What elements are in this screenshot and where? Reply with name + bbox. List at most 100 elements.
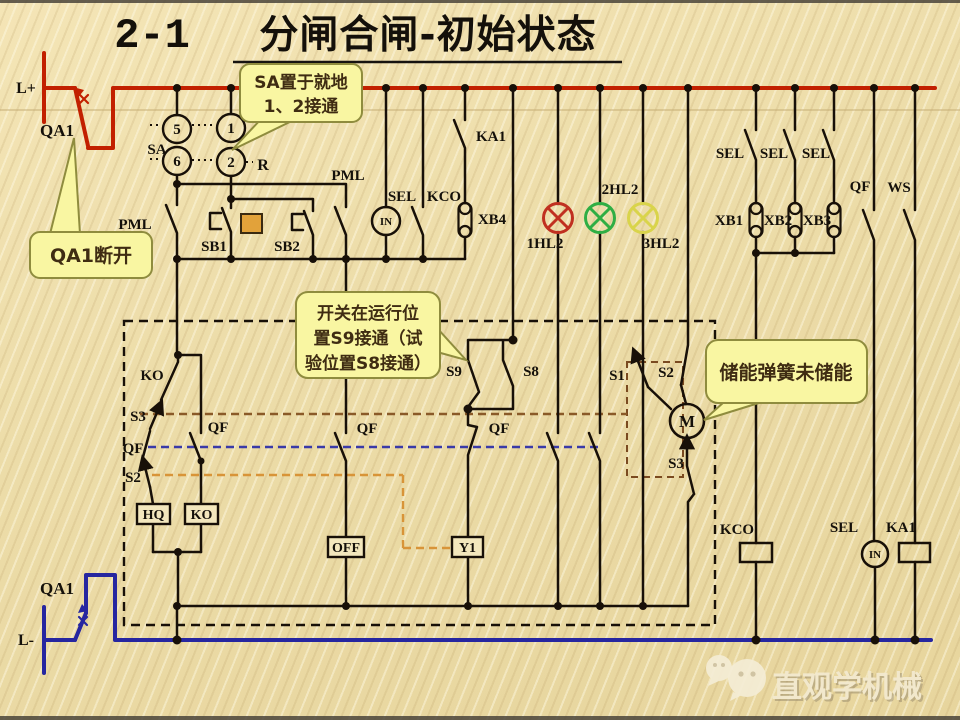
sb2-label: SB2 [274, 239, 300, 255]
kco-coil [738, 541, 774, 564]
ka1-coil-label: KA1 [886, 520, 916, 536]
callout-s9-line1: 开关在运行位 [317, 303, 419, 324]
callout-spring-text: 储能弹簧未储能 [719, 361, 852, 384]
wire-qf-in-column [861, 86, 877, 642]
qa1-bottom-arrow [78, 604, 88, 613]
watermark-text-shadow: 直观学机械 [774, 672, 924, 707]
watermark-text: 直观学机械 [772, 670, 922, 705]
sel1-label: SEL [716, 146, 744, 162]
wire-kco-coil-column [754, 251, 836, 642]
xb1-link [748, 201, 764, 239]
sel-in-indicator-bottom [860, 539, 890, 569]
watermark: 直观学机械 直观学机械 [706, 655, 924, 707]
qf-top-label: QF [850, 179, 871, 195]
off-box [326, 535, 366, 559]
s2-chain-blade [137, 454, 154, 489]
sa-contact-1 [215, 112, 247, 144]
sel2-label: SEL [760, 146, 788, 162]
xb-links [457, 201, 842, 239]
pml-right-label: PML [331, 168, 364, 184]
hq-box [135, 502, 172, 526]
wire-ko-branch [176, 353, 203, 554]
wire-rowB-sb2-column [229, 197, 315, 261]
wire-2hl2-column [587, 86, 602, 608]
s2-motor-blade [679, 86, 690, 387]
ko-box-label: KO [191, 508, 213, 523]
boxed-devices: HQ KO OFF Y1 [135, 502, 485, 559]
page-title: 分闸合闸-初始状态 [259, 13, 596, 58]
junction-dots [172, 84, 920, 645]
s8-label: S8 [523, 364, 539, 380]
s3-chain-blade [148, 398, 165, 431]
s3-motor-label: S3 [668, 456, 684, 472]
l-minus-label: L- [18, 632, 34, 649]
callout-s9-line2: 置S9接通（试 [313, 328, 422, 349]
round-devices: IN IN M [370, 205, 932, 569]
motor-label: M [679, 412, 695, 431]
slide-title: 2-1 分闸合闸-初始状态 [114, 12, 622, 64]
ko-box [183, 502, 220, 526]
s2-motor-label: S2 [658, 365, 674, 381]
1hl2-label: 1HL2 [527, 236, 564, 252]
title-number: 2-1 [114, 12, 190, 60]
callout-s9-tail [436, 325, 470, 362]
wire-1hl2-column [545, 86, 560, 608]
s1-to-motor-link [646, 385, 673, 411]
wechat-icon [706, 655, 766, 701]
y1-box-label: Y1 [459, 541, 476, 556]
lamp-3hl2-yellow [627, 202, 659, 234]
pml-left-label: PML [118, 217, 151, 233]
qf-y1-label: QF [489, 421, 510, 437]
s9-label: S9 [446, 364, 462, 380]
qa1-bottom-blade [73, 611, 88, 642]
xb2-link [787, 201, 803, 239]
qf-off-label: QF [357, 421, 378, 437]
s2-chain-label: S2 [125, 470, 141, 486]
sa-label: SA [147, 142, 166, 158]
callout-qa1-text: QA1断开 [50, 244, 132, 267]
sa-selector-contacts: 5 1 6 2 [150, 112, 253, 178]
wire-sa12-sb1-column [220, 86, 233, 261]
ka1-switch-label: KA1 [476, 129, 506, 145]
callout-sa-line2: 1、2接通 [264, 96, 339, 117]
sa-contact-6-label: 6 [173, 154, 181, 170]
wire-hq-leads [148, 485, 155, 554]
callouts: SA置于就地 1、2接通 QA1断开 开关在运行位 置S9接通（试 验位置S8接… [29, 63, 868, 421]
sa-contact-2 [215, 146, 247, 178]
qa1-top-label: QA1 [40, 121, 74, 140]
sel-top-label: SEL [388, 189, 416, 205]
positive-rail [86, 86, 937, 150]
linkage-dashed-lines [122, 319, 717, 627]
off-box-label: OFF [332, 541, 360, 556]
qa1-bottom-label: QA1 [40, 579, 74, 598]
ka1-coil [897, 541, 932, 564]
3hl2-label: 3HL2 [643, 236, 680, 252]
sa-contact-1-label: 1 [227, 121, 235, 137]
indicator-lamps [542, 202, 659, 234]
sel-in-indicator-top [370, 205, 402, 237]
qa1-top-open-mark [78, 93, 90, 105]
wire-sel1-xb1 [743, 86, 758, 255]
sel-bottom-label: SEL [830, 520, 858, 536]
lamp-2hl2-green [584, 202, 616, 234]
negative-rail-circuit [42, 573, 933, 675]
wire-hq-ko-join [151, 550, 203, 642]
component-labels: L+ QA1 SA R PML SB1 SB2 PML SEL KCO KA1 … [16, 80, 916, 649]
qa1-bottom-open-mark [77, 615, 89, 627]
lamp-1hl2-red [542, 202, 574, 234]
callout-s9-note: 开关在运行位 置S9接通（试 验位置S8接通） [295, 291, 470, 379]
ws-label: WS [887, 180, 910, 196]
callout-spring-tail [703, 401, 763, 421]
s3-motor-blade [687, 438, 694, 496]
sa-contact-2-label: 2 [227, 155, 235, 171]
wire-s9-s8-block [466, 86, 515, 411]
sb1-label: SB1 [201, 239, 227, 255]
xb2-label: XB2 [764, 213, 792, 229]
negative-rail [84, 573, 933, 642]
s1-label: S1 [609, 368, 625, 384]
qf-chain-blade [141, 429, 152, 459]
qa1-top-arrow [73, 87, 84, 99]
wire-kco-column [410, 86, 425, 261]
wire-sel2-xb2 [782, 86, 797, 255]
xb4-link [457, 201, 473, 239]
